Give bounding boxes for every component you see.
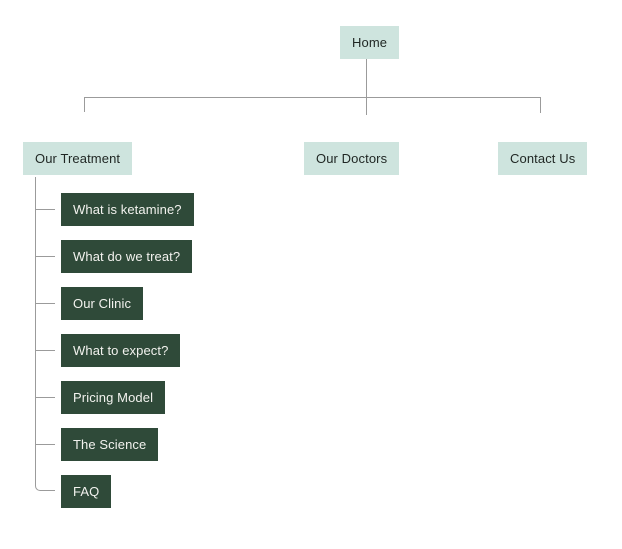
- node-pricing-model[interactable]: Pricing Model: [61, 381, 166, 414]
- node-what-to-expect[interactable]: What to expect?: [61, 334, 181, 367]
- node-contact-us[interactable]: Contact Us: [498, 142, 588, 175]
- node-our-doctors[interactable]: Our Doctors: [304, 142, 400, 175]
- connector-stub-child-3: [35, 303, 55, 304]
- connector-treatment-spine: [35, 177, 36, 477]
- connector-elbow-child-7: [35, 476, 55, 491]
- connector-stub-contact-us: [540, 97, 541, 113]
- connector-stub-child-4: [35, 350, 55, 351]
- connector-home-vertical: [366, 59, 367, 115]
- connector-stub-child-2: [35, 256, 55, 257]
- connector-level1-horizontal: [84, 97, 541, 98]
- node-what-do-we-treat[interactable]: What do we treat?: [61, 240, 193, 273]
- connector-stub-child-5: [35, 397, 55, 398]
- connector-stub-child-1: [35, 209, 55, 210]
- connector-stub-our-treatment: [84, 97, 85, 112]
- node-faq[interactable]: FAQ: [61, 475, 112, 508]
- node-our-clinic[interactable]: Our Clinic: [61, 287, 144, 320]
- node-the-science[interactable]: The Science: [61, 428, 159, 461]
- connector-stub-child-6: [35, 444, 55, 445]
- node-home[interactable]: Home: [340, 26, 400, 59]
- node-our-treatment[interactable]: Our Treatment: [23, 142, 133, 175]
- node-what-is-ketamine[interactable]: What is ketamine?: [61, 193, 194, 226]
